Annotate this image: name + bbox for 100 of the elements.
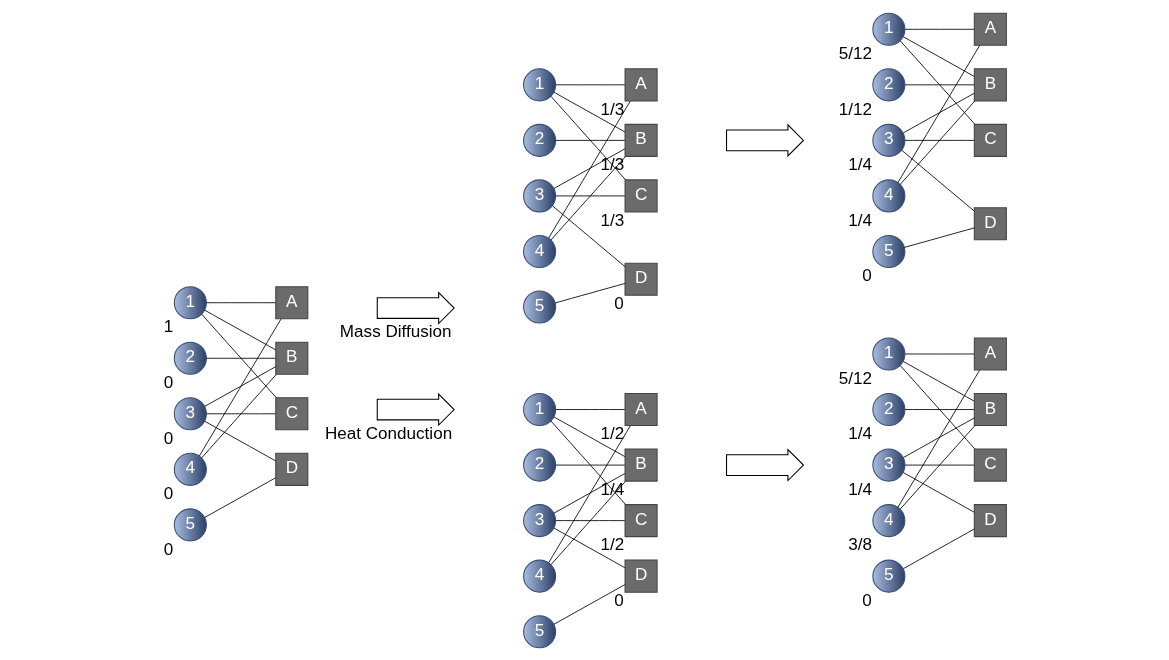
node-circle: 4	[871, 503, 905, 537]
node-box: A	[973, 336, 1007, 371]
node-box: C	[624, 503, 658, 537]
node-circle: 3	[871, 123, 905, 157]
node-circle: 5	[173, 507, 207, 541]
node-box: A	[624, 392, 658, 426]
node-circle: 1	[522, 392, 556, 426]
node-circle: 3	[871, 448, 905, 482]
node-box: B	[274, 341, 308, 375]
connector	[553, 91, 625, 132]
connector	[554, 519, 625, 521]
node-box: D	[973, 206, 1007, 240]
connector	[902, 528, 975, 569]
node-label: 1/2	[599, 534, 624, 554]
connector	[551, 204, 625, 267]
node-circle: 1	[871, 12, 905, 46]
node-circle: 3	[522, 503, 556, 537]
connector	[899, 39, 975, 125]
node-label: 1/4	[599, 479, 624, 499]
connector	[554, 408, 625, 410]
node-circle: 5	[522, 614, 556, 648]
connector	[902, 471, 975, 513]
connector	[554, 195, 625, 196]
node-label: 1/4	[847, 479, 872, 499]
node-label: 1/4	[847, 423, 872, 443]
connector	[902, 417, 975, 458]
connector	[554, 139, 625, 141]
node-label: 0	[613, 590, 624, 610]
connector	[200, 313, 277, 398]
connector	[903, 226, 975, 248]
connector	[547, 424, 631, 563]
node-circle: 4	[522, 559, 556, 593]
connector	[553, 527, 625, 568]
node-label: 5/12	[838, 368, 872, 388]
node-label: 0	[163, 428, 173, 448]
node-label: 0	[163, 483, 173, 503]
connector	[550, 420, 626, 505]
node-arrow	[376, 290, 455, 325]
node-label: 0	[163, 372, 173, 392]
node-circle: 2	[871, 67, 905, 101]
node-box: D	[274, 452, 308, 486]
connector	[896, 369, 980, 508]
connector	[554, 464, 625, 465]
node-box: C	[624, 178, 658, 212]
connector	[904, 83, 974, 85]
node-box: D	[624, 559, 658, 593]
node-label: Mass Diffusion	[339, 321, 452, 341]
connector	[550, 95, 626, 180]
connector	[904, 408, 974, 410]
node-label: 0	[163, 539, 173, 559]
connector	[896, 44, 980, 183]
node-label: 1/4	[847, 154, 872, 174]
node-circle: 5	[522, 289, 556, 324]
node-circle: 3	[173, 396, 207, 430]
connector	[904, 28, 974, 30]
node-box: C	[973, 448, 1007, 482]
node-label: 3/8	[847, 534, 872, 554]
connector	[205, 301, 276, 303]
node-circle: 5	[871, 234, 905, 268]
connector	[203, 476, 276, 518]
connector	[904, 464, 974, 465]
connector	[553, 472, 625, 514]
node-box: B	[973, 392, 1007, 426]
node-circle: 1	[871, 336, 905, 371]
connector	[902, 92, 975, 133]
node-label: 1/3	[599, 99, 624, 119]
connector	[554, 282, 625, 303]
connector	[899, 424, 975, 510]
node-circle: 4	[871, 178, 905, 212]
connector	[203, 420, 276, 461]
node-arrow	[725, 447, 804, 482]
node-box: A	[274, 285, 308, 319]
connector	[205, 357, 276, 359]
node-box: C	[973, 123, 1007, 157]
node-box: A	[624, 67, 658, 101]
node-label: 0	[861, 590, 872, 610]
node-label: 1/2	[599, 423, 624, 443]
node-circle: 2	[522, 448, 556, 482]
connector	[902, 35, 975, 77]
connector	[553, 147, 625, 189]
connector	[205, 412, 276, 414]
node-circle: 4	[173, 452, 207, 486]
connector	[554, 83, 625, 85]
node-box: B	[973, 67, 1007, 101]
connector	[553, 583, 625, 625]
node-circle: 2	[522, 123, 556, 157]
node-arrow	[725, 123, 804, 157]
connector	[203, 365, 276, 407]
connector	[550, 480, 626, 565]
node-label: 5/12	[838, 43, 872, 63]
node-box: B	[624, 448, 658, 482]
connector	[200, 373, 277, 458]
node-circle: 4	[522, 234, 556, 268]
node-label: 1/12	[838, 99, 872, 119]
connector	[198, 318, 281, 456]
connector	[203, 309, 276, 350]
connector	[553, 416, 625, 457]
node-box: A	[973, 12, 1007, 46]
node-label: 0	[861, 265, 872, 285]
node-box: B	[624, 123, 658, 157]
